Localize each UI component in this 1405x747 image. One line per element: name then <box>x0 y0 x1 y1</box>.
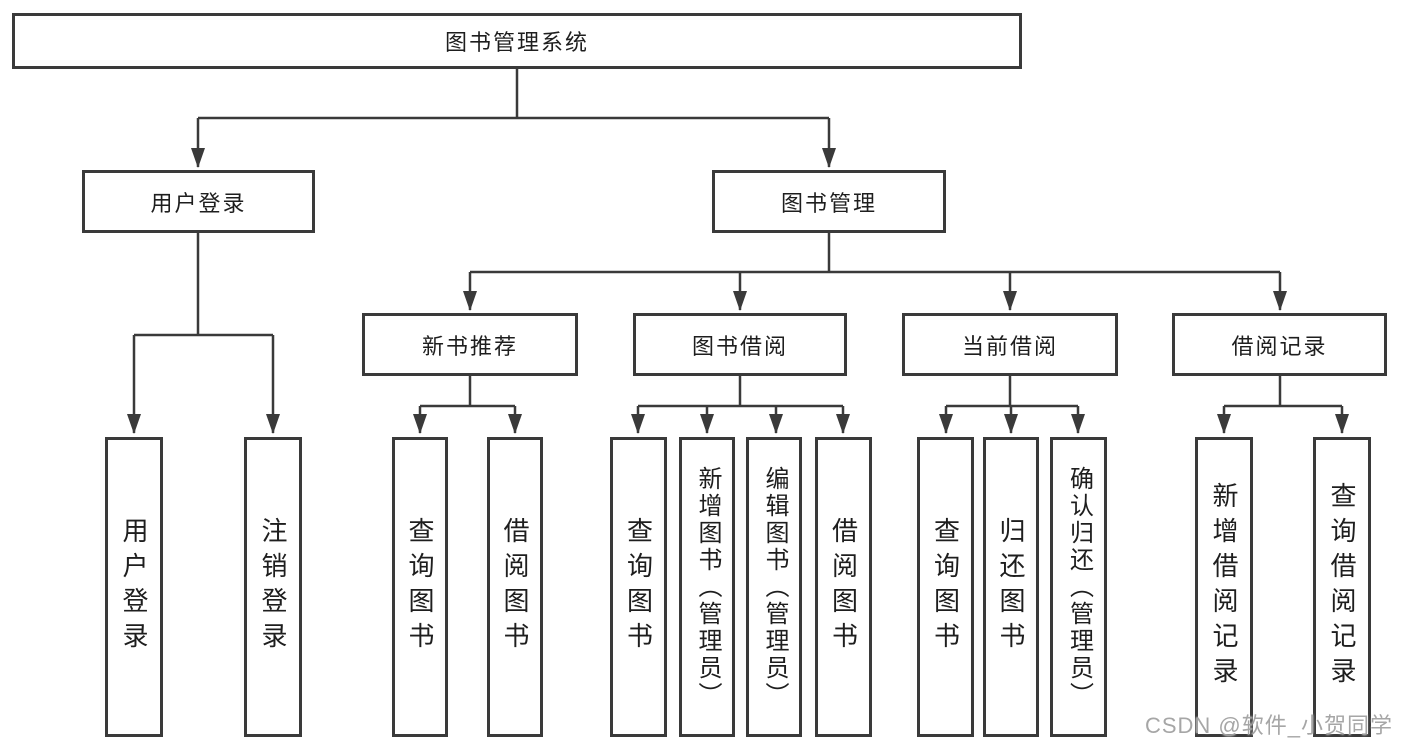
node-book-borrow-label: 图书借阅 <box>691 333 788 359</box>
connector-user-login-rail <box>134 233 273 337</box>
leaf-borrow-books-recommend-label: 借阅图书 <box>500 517 530 657</box>
connector-borrow-records-rail <box>1224 376 1342 408</box>
connector-current-borrow-rail <box>946 376 1078 408</box>
node-book-management-label: 图书管理 <box>780 190 877 216</box>
leaf-return-books: 归还图书 <box>983 437 1039 737</box>
leaf-query-books-borrow: 查询图书 <box>610 437 667 737</box>
connector-book-mgmt-rail <box>470 233 1280 274</box>
leaf-add-books-admin-label: 新增图书（管理员） <box>694 465 721 709</box>
leaf-add-borrow-record: 新增借阅记录 <box>1195 437 1253 737</box>
leaf-return-books-label: 归还图书 <box>996 517 1026 657</box>
leaf-logout-label: 注销登录 <box>258 517 288 657</box>
node-root-label: 图书管理系统 <box>444 30 589 55</box>
node-borrow-records-label: 借阅记录 <box>1231 333 1328 359</box>
leaf-edit-books-admin-label: 编辑图书（管理员） <box>761 465 788 709</box>
leaf-confirm-return-admin-label: 确认归还（管理员） <box>1065 465 1093 709</box>
leaf-user-login-label: 用户登录 <box>119 517 149 657</box>
leaf-query-borrow-record: 查询借阅记录 <box>1313 437 1371 737</box>
leaf-user-login: 用户登录 <box>105 437 163 737</box>
leaf-borrow-books: 借阅图书 <box>815 437 872 737</box>
leaf-query-books-recommend: 查询图书 <box>392 437 448 737</box>
leaf-confirm-return-admin: 确认归还（管理员） <box>1050 437 1107 737</box>
connector-book-borrow-rail <box>638 376 843 408</box>
node-current-borrow-label: 当前借阅 <box>961 333 1058 359</box>
leaf-query-books-borrow-label: 查询图书 <box>623 517 654 657</box>
connector-new-book-rail <box>420 376 515 408</box>
node-book-management: 图书管理 <box>712 170 946 233</box>
node-root: 图书管理系统 <box>12 13 1022 69</box>
leaf-edit-books-admin: 编辑图书（管理员） <box>746 437 802 737</box>
node-current-borrow: 当前借阅 <box>902 313 1118 376</box>
leaf-query-books-recommend-label: 查询图书 <box>405 517 435 657</box>
leaf-add-books-admin: 新增图书（管理员） <box>679 437 735 737</box>
leaf-logout: 注销登录 <box>244 437 302 737</box>
leaf-query-books-current-label: 查询图书 <box>930 517 961 657</box>
node-borrow-records: 借阅记录 <box>1172 313 1387 376</box>
leaf-query-books-current: 查询图书 <box>917 437 974 737</box>
leaf-borrow-books-label: 借阅图书 <box>828 517 859 657</box>
leaf-query-borrow-record-label: 查询借阅记录 <box>1327 482 1357 692</box>
leaf-add-borrow-record-label: 新增借阅记录 <box>1209 482 1239 692</box>
node-new-book-recommend-label: 新书推荐 <box>421 333 518 359</box>
leaf-borrow-books-recommend: 借阅图书 <box>487 437 543 737</box>
node-user-login: 用户登录 <box>82 170 315 233</box>
node-book-borrow: 图书借阅 <box>633 313 847 376</box>
node-new-book-recommend: 新书推荐 <box>362 313 578 376</box>
connector-root-rail <box>198 69 829 120</box>
csdn-watermark: CSDN @软件_小贺同学 <box>1144 713 1393 738</box>
node-user-login-label: 用户登录 <box>150 190 247 216</box>
